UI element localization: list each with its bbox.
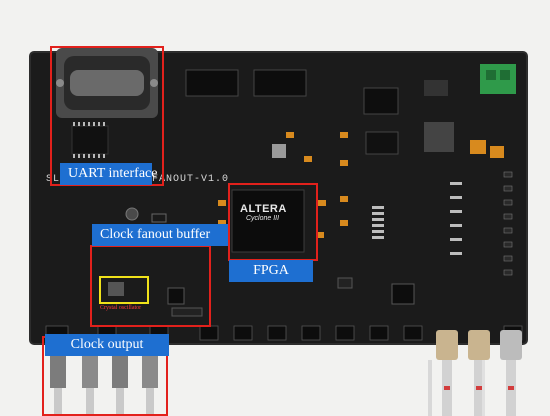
fpga-label: FPGA [229, 260, 313, 282]
clock-fanout-highlight-box [90, 245, 211, 327]
sma-cables-left [50, 348, 158, 416]
silkscreen-right: FANOUT-V1.0 [152, 174, 230, 185]
terminal-block [480, 64, 516, 94]
clock-output-label: Clock output [45, 334, 169, 356]
db9-connector [56, 48, 158, 118]
header-j2 [253, 69, 307, 97]
header-j1 [185, 69, 239, 97]
fpga-chip [231, 189, 305, 253]
sma-cables-right [436, 330, 522, 416]
uart-interface-label: UART interface [60, 163, 157, 185]
silkscreen-left: SLI [46, 174, 68, 185]
crystal-highlight-box [99, 276, 149, 304]
clock-fanout-buffer-label: Clock fanout buffer [92, 224, 228, 246]
fpga-brand-label: ALTERA [240, 203, 287, 215]
uart-highlight-box [50, 46, 164, 186]
fpga-highlight-box [228, 183, 318, 261]
regulator [424, 122, 454, 152]
fpga-family-label: Cyclone III [246, 215, 280, 222]
crystal-oscillator-label: Crystal oscillator [100, 305, 142, 311]
